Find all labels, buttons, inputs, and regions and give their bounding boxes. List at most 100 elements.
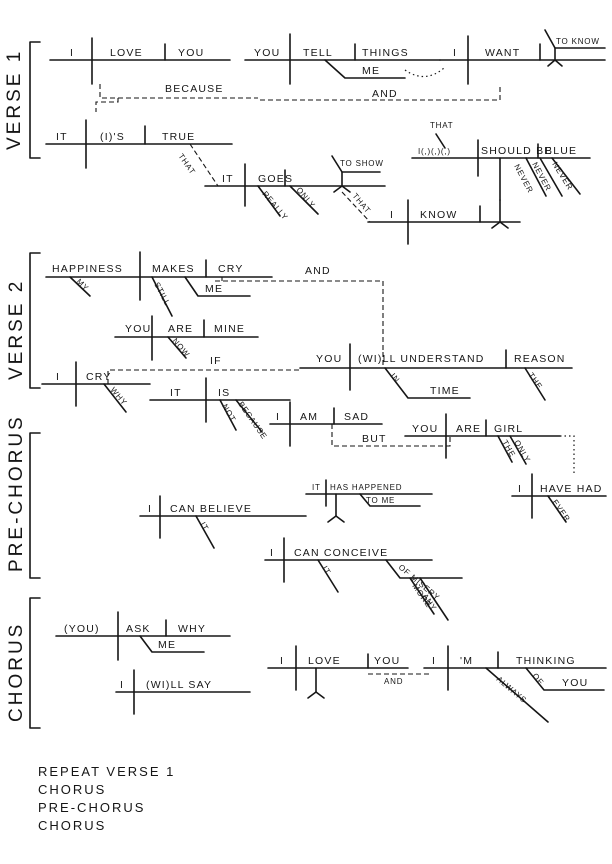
word: REALLY [260,190,289,223]
word: (WI)LL UNDERSTAND [358,353,485,365]
word: LOVE [308,655,341,667]
word: ME [362,65,380,77]
word: ALWAYS [495,675,529,705]
word: YOU [412,423,438,435]
word: THINKING [516,655,576,667]
word: I [70,47,74,59]
word: BUT [362,433,387,445]
footer-line: PRE-CHORUS [38,800,145,815]
word: NOT [220,403,237,424]
word: IT [320,564,332,576]
word: I [148,503,152,515]
word: YOU [374,655,400,667]
word: GOES [258,173,293,185]
section-label-verse1: VERSE 1 [4,49,25,150]
word: IT [222,173,234,185]
word: CAN CONCEIVE [294,547,388,559]
chorus-diagram: (YOU) ASK WHY ME I (WI)LL SAY I LOVE YOU… [55,611,607,723]
word: AND [372,88,398,100]
word: YOU [316,353,342,365]
word: THAT [176,152,197,176]
word: BECAUSE [165,83,224,95]
word: LOVE [110,47,143,59]
word: IT [56,131,68,143]
word: I [518,483,522,495]
word: OF [530,672,545,688]
word: AND [305,265,331,277]
word: THAT [430,121,454,130]
word: SHOULD BE [481,145,552,157]
word: YOU [178,47,204,59]
word: CAN BELIEVE [170,503,252,515]
word: (WI)LL SAY [146,679,212,691]
section-label-chorus: CHORUS [6,622,27,722]
word: I [270,547,274,559]
word: AND [384,677,403,686]
word: NOW [170,337,191,360]
word: WHY [108,386,128,408]
word: (YOU) [64,623,100,635]
word: MY [75,277,91,293]
word: THINGS [362,47,409,59]
word: GIRL [494,423,523,435]
footer-line: CHORUS [38,818,106,833]
word: I(,)(,)(,) [418,147,451,156]
word: TELL [303,47,333,59]
word: ONLY [294,186,317,210]
prechorus-diagram: I HAVE HAD EVER IT HAS HAPPENED TO ME I … [139,473,607,621]
word: REASON [514,353,566,365]
repeat-notes: REPEAT VERSE 1 CHORUS PRE-CHORUS CHORUS [38,764,175,833]
word: MINE [214,323,245,335]
word: CRY [86,371,112,383]
word: (I)'S [100,131,125,143]
word: HAVE HAD [540,483,603,495]
word: AM [300,411,318,423]
word: YOU [562,677,588,689]
word: I [390,209,394,221]
word: ME [205,283,223,295]
verse2-diagram: HAPPINESS MAKES CRY MY STILL ME AND YOU … [41,251,575,474]
footer-line: CHORUS [38,782,106,797]
word: I [276,411,280,423]
word: WHY [178,623,206,635]
word: STILL [152,281,172,308]
word: YOU [125,323,151,335]
word: THE [526,371,544,391]
word: TO KNOW [556,37,600,46]
word: TO SHOW [340,159,384,168]
section-label-verse2: VERSE 2 [6,279,27,380]
word: TRUE [162,131,195,143]
word: EVER [550,498,572,524]
word: IF [210,355,222,367]
word: ASK [126,623,151,635]
word: IT [198,521,210,533]
word: TO ME [366,496,395,505]
word: BECAUSE [236,400,269,441]
word: KNOW [420,209,457,221]
word: MAKES [152,263,195,275]
word: CRY [218,263,244,275]
word: ARE [168,323,193,335]
word: ME [158,639,176,651]
word: HAS HAPPENED [330,483,402,492]
word: HAPPINESS [52,263,123,275]
word: I [120,679,124,691]
word: SAD [344,411,369,423]
word: 'M [460,655,473,667]
word: TIME [430,385,460,397]
word: NEVER [550,160,574,192]
footer-line: REPEAT VERSE 1 [38,764,175,779]
word: IS [218,387,230,399]
word: BLUE [545,145,577,157]
word: ARE [456,423,481,435]
word: IN [388,372,401,385]
section-label-prechorus: PRE-CHORUS [6,414,27,572]
word: YOU [254,47,280,59]
verse1-diagram: I LOVE YOU YOU TELL THINGS ME I WANT TO … [45,29,606,245]
word: I [280,655,284,667]
word: IT [312,483,321,492]
word: THAT [350,192,372,216]
word: I [56,371,60,383]
